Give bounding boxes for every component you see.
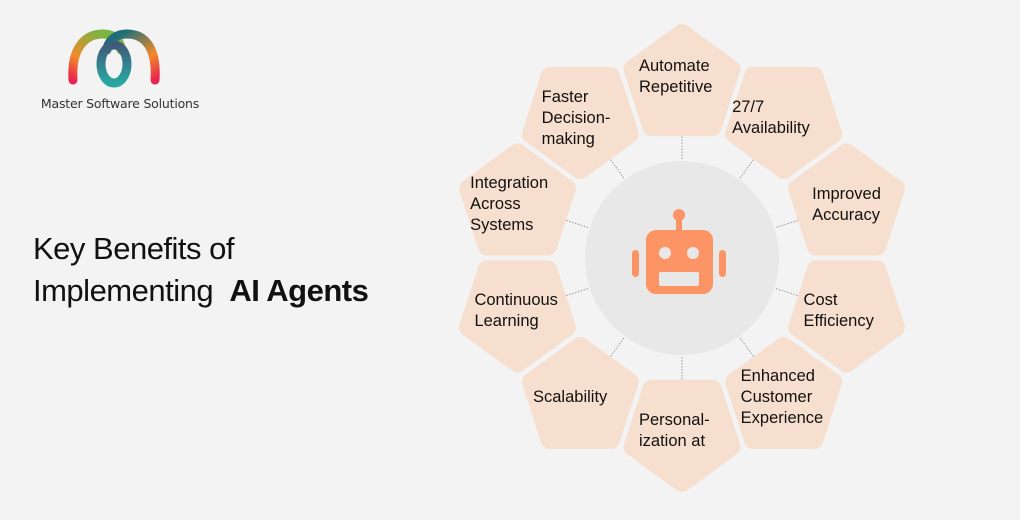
benefit-label: Scalability bbox=[533, 388, 608, 407]
benefit-pentagon bbox=[521, 337, 639, 449]
benefit-label: Enhanced Customer Experience bbox=[740, 367, 824, 428]
page-title: Key Benefits of Implementing AI Agents bbox=[33, 228, 369, 312]
brand-name: Master Software Solutions bbox=[40, 96, 200, 111]
title-line-2-regular: Implementing bbox=[33, 273, 214, 308]
connector-line bbox=[609, 159, 625, 179]
benefit-label: Integration Across Systems bbox=[470, 174, 549, 235]
benefit-pentagon bbox=[459, 260, 576, 373]
benefit-pentagon bbox=[623, 24, 741, 137]
benefit-label: Personal- ization at bbox=[639, 411, 710, 450]
benefit-label: Improved Accuracy bbox=[812, 184, 881, 224]
benefit-pentagon bbox=[521, 67, 639, 179]
connector-line bbox=[776, 288, 799, 297]
benefit-label: Cost Efficiency bbox=[803, 291, 874, 331]
benefit-pentagon bbox=[788, 260, 905, 373]
connector-line bbox=[609, 337, 625, 357]
connector-line bbox=[565, 288, 588, 297]
logo: Master Software Solutions bbox=[30, 28, 200, 118]
benefit-label: 27/7 Availability bbox=[732, 98, 810, 138]
benefit-label: Automate Repetitive bbox=[639, 57, 713, 96]
benefit-pentagon bbox=[788, 143, 905, 256]
connector-line bbox=[739, 337, 755, 357]
connector-line bbox=[739, 159, 755, 179]
title-line-1: Key Benefits of bbox=[33, 231, 235, 266]
robot-icon bbox=[632, 209, 726, 294]
title-line-2-bold: AI Agents bbox=[229, 273, 369, 308]
connector-line bbox=[565, 219, 588, 228]
benefit-label: Continuous Learning bbox=[474, 291, 558, 331]
connector-line bbox=[776, 219, 799, 228]
benefit-pentagon bbox=[725, 337, 843, 449]
logo-mark-icon bbox=[68, 29, 160, 88]
benefit-pentagon bbox=[459, 143, 576, 256]
benefit-label: Faster Decision- making bbox=[541, 87, 611, 148]
benefit-pentagon bbox=[725, 67, 843, 179]
benefit-pentagon bbox=[623, 379, 741, 492]
